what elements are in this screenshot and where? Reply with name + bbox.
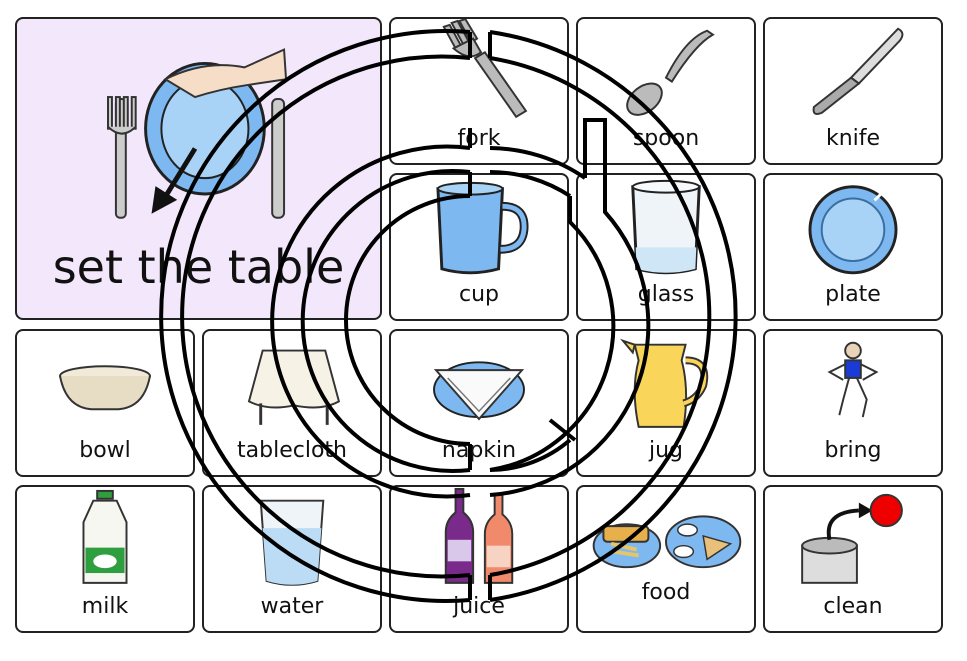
jug-label: jug (648, 438, 684, 463)
bring-icon (827, 341, 879, 418)
water-label: water (260, 594, 324, 619)
spoon-icon (626, 29, 715, 116)
bowl-icon (59, 365, 151, 411)
juice-icon (444, 487, 514, 584)
water-cell[interactable]: water (202, 485, 382, 633)
tablecloth-label: tablecloth (237, 438, 347, 463)
milk-icon (82, 489, 128, 584)
clean-icon (801, 493, 903, 584)
clean-cell[interactable]: clean (763, 485, 943, 633)
juice-cell[interactable]: juice (389, 485, 569, 633)
milk-label: milk (81, 594, 129, 619)
glass-icon (631, 179, 701, 275)
set-table-icon (107, 48, 288, 219)
glass-cell[interactable]: glass (576, 173, 756, 321)
knife-label: knife (825, 126, 881, 151)
set-the-table-label: set the table (52, 240, 345, 294)
napkin-cell[interactable]: napkin (389, 329, 569, 477)
fork-label: fork (457, 126, 501, 151)
clean-label: clean (823, 594, 883, 619)
knife-cell[interactable]: knife (763, 17, 943, 165)
spoon-label: spoon (632, 126, 700, 151)
fork-icon (442, 19, 528, 119)
knife-icon (812, 27, 904, 115)
milk-cell[interactable]: milk (15, 485, 195, 633)
fork-cell[interactable]: fork (389, 17, 569, 165)
bring-cell[interactable]: bring (763, 329, 943, 477)
food-label: food (641, 580, 691, 605)
food-cell[interactable]: food (576, 485, 756, 633)
tablecloth-cell[interactable]: tablecloth (202, 329, 382, 477)
bowl-label: bowl (79, 438, 131, 463)
jug-cell[interactable]: jug (576, 329, 756, 477)
juice-label: juice (453, 594, 505, 619)
napkin-icon (433, 361, 525, 421)
glass-label: glass (637, 282, 695, 307)
plate-icon (808, 185, 898, 275)
bring-label: bring (824, 438, 882, 463)
set-the-table-cell[interactable]: set the table (15, 17, 382, 320)
spoon-cell[interactable]: spoon (576, 17, 756, 165)
cup-cell[interactable]: cup (389, 173, 569, 321)
bowl-cell[interactable]: bowl (15, 329, 195, 477)
plate-cell[interactable]: plate (763, 173, 943, 321)
napkin-label: napkin (441, 438, 517, 463)
cup-icon (436, 181, 529, 275)
food-icon (592, 515, 742, 569)
tablecloth-icon (247, 349, 341, 425)
plate-label: plate (825, 282, 881, 307)
water-icon (259, 499, 325, 586)
cup-label: cup (458, 282, 499, 307)
jug-icon (620, 338, 709, 428)
